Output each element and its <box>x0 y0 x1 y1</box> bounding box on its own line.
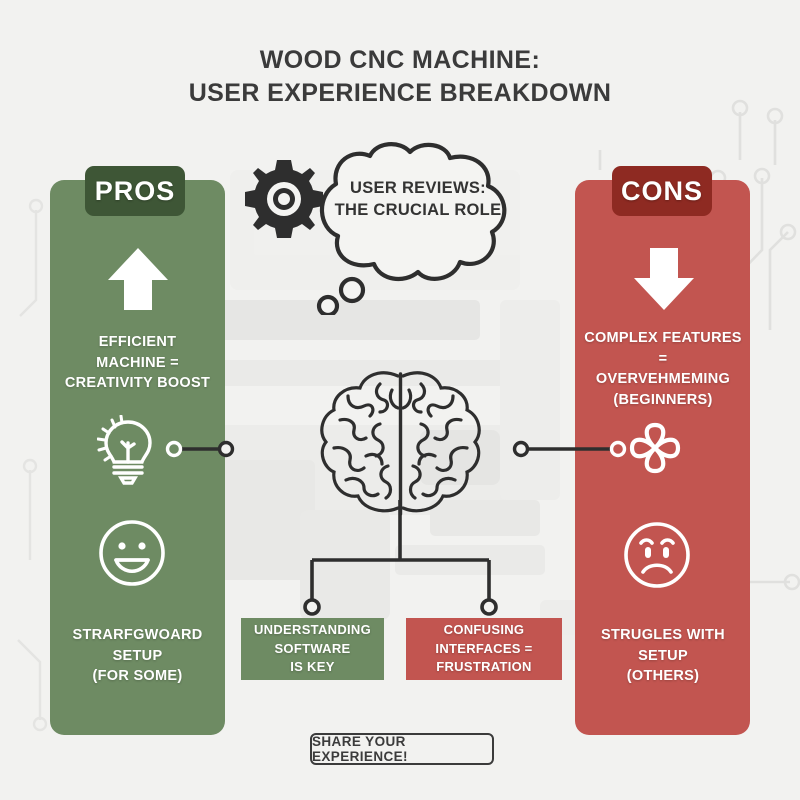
bubble-line-1: USER REVIEWS: <box>350 179 486 197</box>
cons-top-text: COMPLEX FEATURES =OVERVEHMEMING(BEGINNER… <box>584 330 742 408</box>
share-experience-button[interactable]: SHARE YOUR EXPERIENCE! <box>310 733 494 765</box>
lightbulb-gear-icon <box>96 414 159 490</box>
tangled-knot-icon <box>622 415 688 486</box>
cons-connector <box>512 438 627 465</box>
title-line-1: WOOD CNC MACHINE: <box>259 46 541 74</box>
thought-bubble-text: USER REVIEWS: THE CRUCIAL ROLE <box>318 178 518 222</box>
thought-bubble[interactable] <box>300 140 518 320</box>
pros-tab[interactable]: PROS <box>85 166 185 216</box>
bubble-line-2: THE CRUCIAL ROLE <box>334 200 502 219</box>
arrow-down-icon <box>632 246 696 317</box>
brain-icon <box>318 368 483 521</box>
title-line-2: USER EXPERIENCE BREAKDOWN <box>188 79 612 107</box>
brain-to-boxes-connector <box>288 498 513 628</box>
gear-icon <box>245 160 323 243</box>
pros-connector <box>165 438 235 465</box>
arrow-up-icon <box>106 246 170 317</box>
happy-face-icon <box>97 518 167 593</box>
cons-tab[interactable]: CONS <box>612 166 712 216</box>
sad-face-icon <box>620 518 694 595</box>
page-title: WOOD CNC MACHINE: USER EXPERIENCE BREAKD… <box>0 44 800 110</box>
